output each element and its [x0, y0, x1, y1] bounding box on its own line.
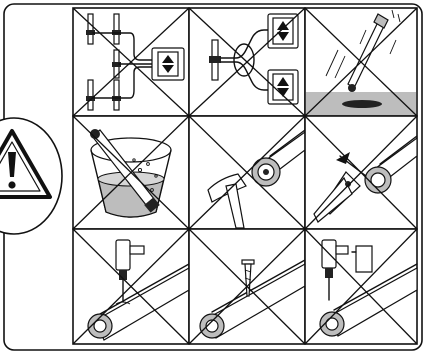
floor-shadow [342, 100, 382, 108]
motor-head-icon [200, 314, 224, 338]
panel-immerse-motor [73, 116, 189, 229]
switch-icon [268, 70, 298, 104]
panel-screw-tube [189, 229, 305, 344]
panel-hammer-motor [189, 116, 305, 229]
switch-icon [152, 48, 184, 80]
panel-drop-motor [305, 8, 417, 116]
panel-drill-near-head [305, 229, 417, 344]
panel-drill-tube [73, 229, 189, 344]
panel-motor-two-switches [189, 8, 305, 116]
panel-cut-cable [305, 116, 417, 229]
panel-multiple-motors-one-switch [73, 8, 189, 116]
